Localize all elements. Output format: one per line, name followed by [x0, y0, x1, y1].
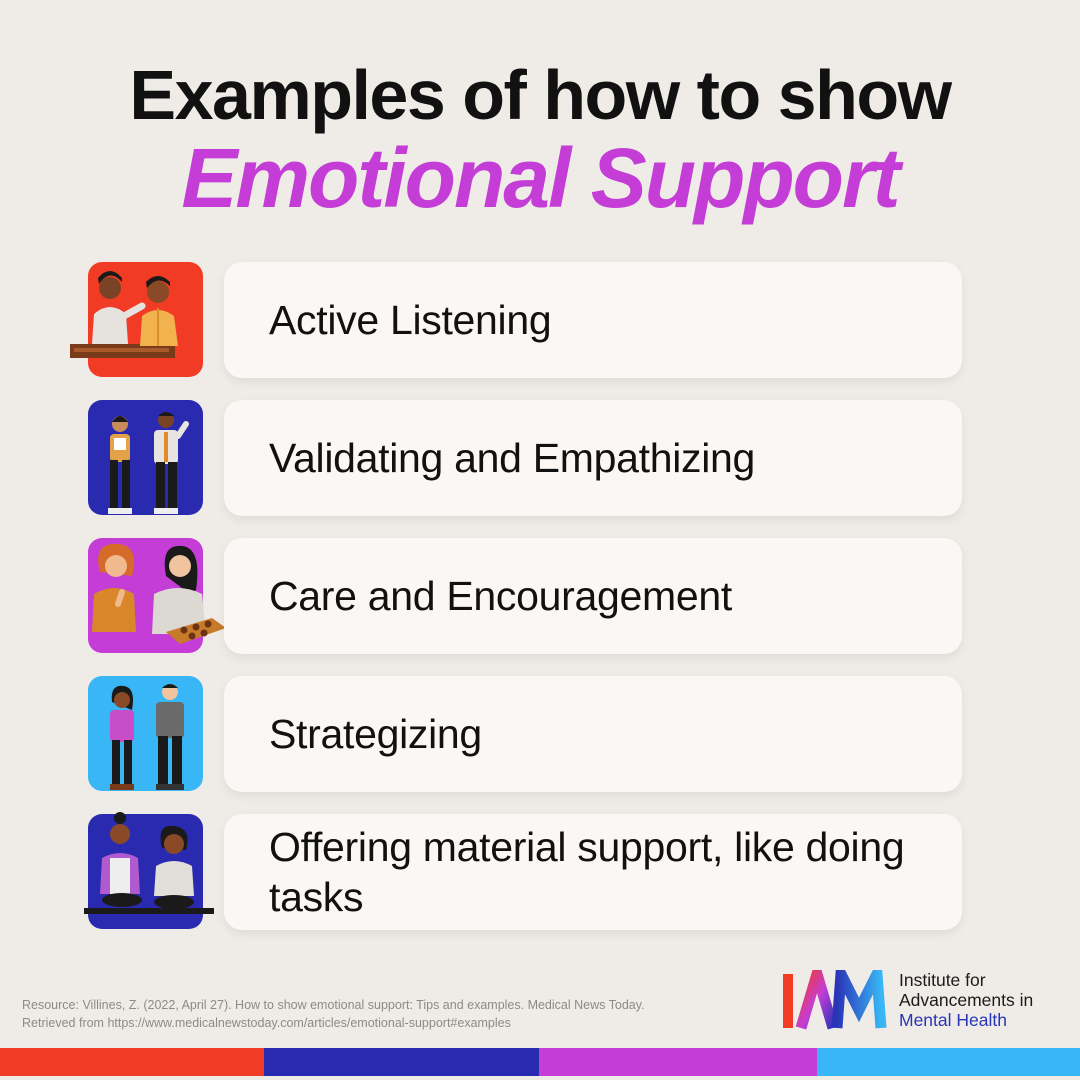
resource-citation: Resource: Villines, Z. (2022, April 27).…	[22, 996, 742, 1032]
two-people-cooking-icon	[84, 812, 214, 914]
item-label: Validating and Empathizing	[269, 435, 756, 481]
item-label: Active Listening	[269, 297, 552, 343]
color-bar-purple	[539, 1048, 817, 1076]
logo-wordmark: Institute for Advancements in Mental Hea…	[899, 970, 1033, 1030]
color-bar-navy	[264, 1048, 539, 1076]
logo-line: Advancements in	[899, 990, 1034, 1010]
two-people-talking-at-table-icon	[70, 271, 178, 358]
list-item: Active Listening	[0, 262, 1080, 378]
item-label: Offering material support, like doing ta…	[269, 824, 905, 920]
item-card: Active Listening	[224, 262, 962, 378]
tile-strategizing	[88, 676, 203, 791]
page-title: Examples of how to show	[129, 56, 952, 134]
list-item: Strategizing	[0, 676, 1080, 792]
tile-material-support	[84, 812, 214, 929]
logo-line: Mental Health	[899, 1010, 1007, 1030]
color-bar-sky	[817, 1048, 1080, 1076]
color-bar-red	[0, 1048, 264, 1076]
two-women-with-cookie-tray-icon	[92, 543, 226, 644]
tile-active-listening	[70, 262, 203, 377]
tile-care	[88, 538, 226, 653]
two-people-planning-icon	[110, 684, 184, 790]
item-card: Strategizing	[224, 676, 962, 792]
resource-line: Resource: Villines, Z. (2022, April 27).…	[22, 998, 645, 1012]
resource-url: Retrieved from https://www.medicalnewsto…	[22, 1016, 511, 1030]
tile-validating	[88, 400, 203, 515]
item-label: Care and Encouragement	[269, 573, 732, 619]
item-card: Offering material support, like doing ta…	[224, 814, 962, 930]
iam-logo-mark-icon	[783, 970, 887, 1030]
iam-logo: Institute for Advancements in Mental Hea…	[781, 970, 1056, 1032]
item-label: Strategizing	[269, 711, 482, 757]
logo-line: Institute for	[899, 970, 986, 990]
list-item: Offering material support, like doing ta…	[0, 812, 1080, 930]
item-card: Validating and Empathizing	[224, 400, 962, 516]
list-item: Validating and Empathizing	[0, 400, 1080, 516]
page-title-highlight: Emotional Support	[181, 131, 900, 225]
item-card: Care and Encouragement	[224, 538, 962, 654]
two-people-standing-icon	[108, 412, 189, 514]
list-item: Care and Encouragement	[0, 538, 1080, 654]
